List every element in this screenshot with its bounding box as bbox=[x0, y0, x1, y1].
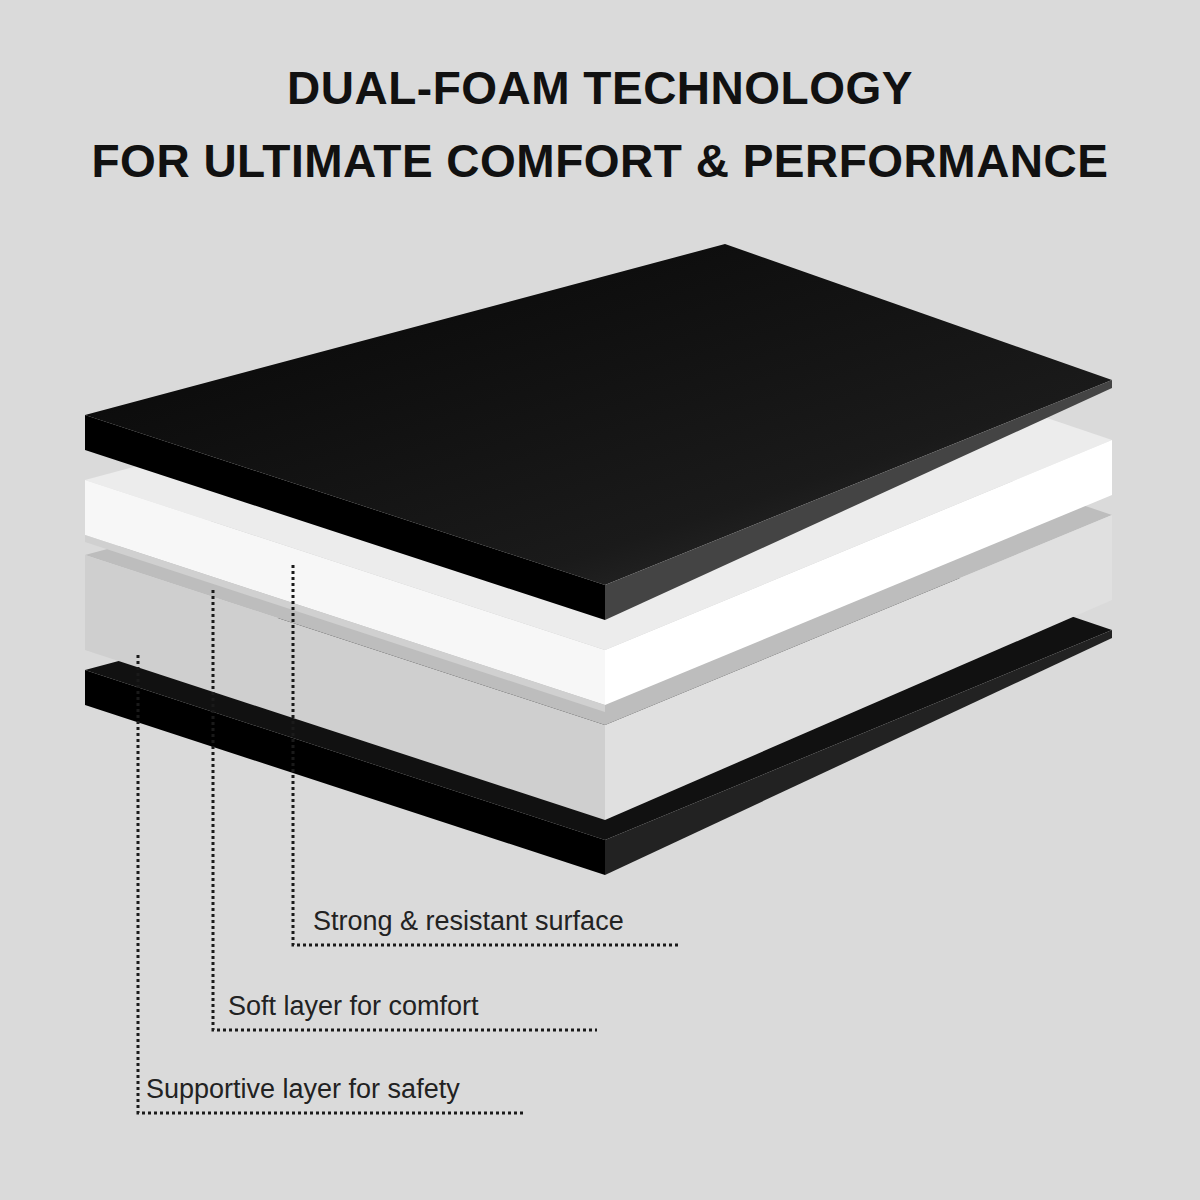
leader-lines bbox=[138, 565, 678, 1113]
callout-label: Strong & resistant surface bbox=[313, 905, 624, 937]
top-surface bbox=[85, 244, 1112, 620]
title: DUAL-FOAM TECHNOLOGY FOR ULTIMATE COMFOR… bbox=[0, 52, 1200, 198]
callout-label: Supportive layer for safety bbox=[146, 1073, 460, 1105]
callout-label: Soft layer for comfort bbox=[228, 990, 479, 1022]
